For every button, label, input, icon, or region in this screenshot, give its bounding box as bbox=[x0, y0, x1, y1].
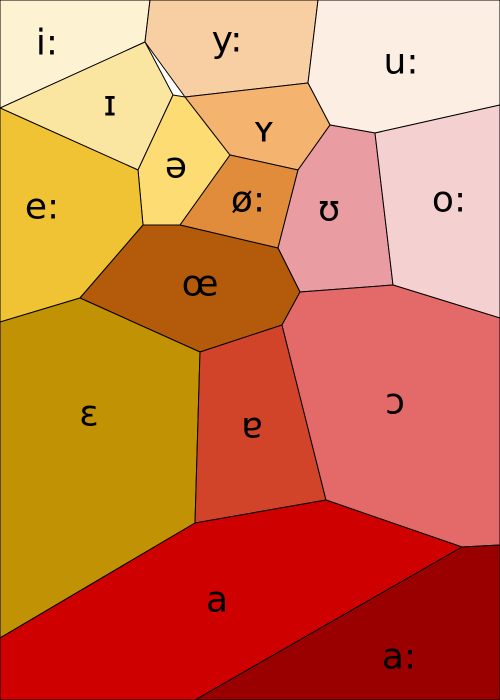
label-small-cap-y: ʏ bbox=[253, 110, 275, 151]
label-i-long: i: bbox=[36, 23, 58, 64]
label-a: a bbox=[206, 580, 228, 621]
label-open-e: ɛ bbox=[79, 394, 98, 435]
label-e-long: e: bbox=[25, 187, 59, 228]
label-u-long: u: bbox=[384, 42, 419, 83]
cell-a-long bbox=[194, 544, 500, 700]
labels: i: y: u: ɪ ə ʏ e: ø: ʊ o: œ ɛ ɐ ɔ a a: bbox=[25, 20, 466, 678]
label-open-o: ɔ bbox=[385, 382, 405, 423]
label-schwa: ə bbox=[165, 146, 187, 187]
label-small-cap-i: ɪ bbox=[103, 84, 116, 125]
label-a-long: a: bbox=[382, 637, 416, 678]
label-y-long: y: bbox=[212, 20, 243, 61]
label-oe: œ bbox=[182, 264, 219, 305]
label-o-slash-long: ø: bbox=[231, 180, 265, 221]
label-o-long: o: bbox=[432, 180, 466, 221]
label-turned-a: ɐ bbox=[241, 406, 263, 447]
label-upsilon: ʊ bbox=[318, 189, 340, 230]
cell-o-long bbox=[374, 104, 500, 319]
